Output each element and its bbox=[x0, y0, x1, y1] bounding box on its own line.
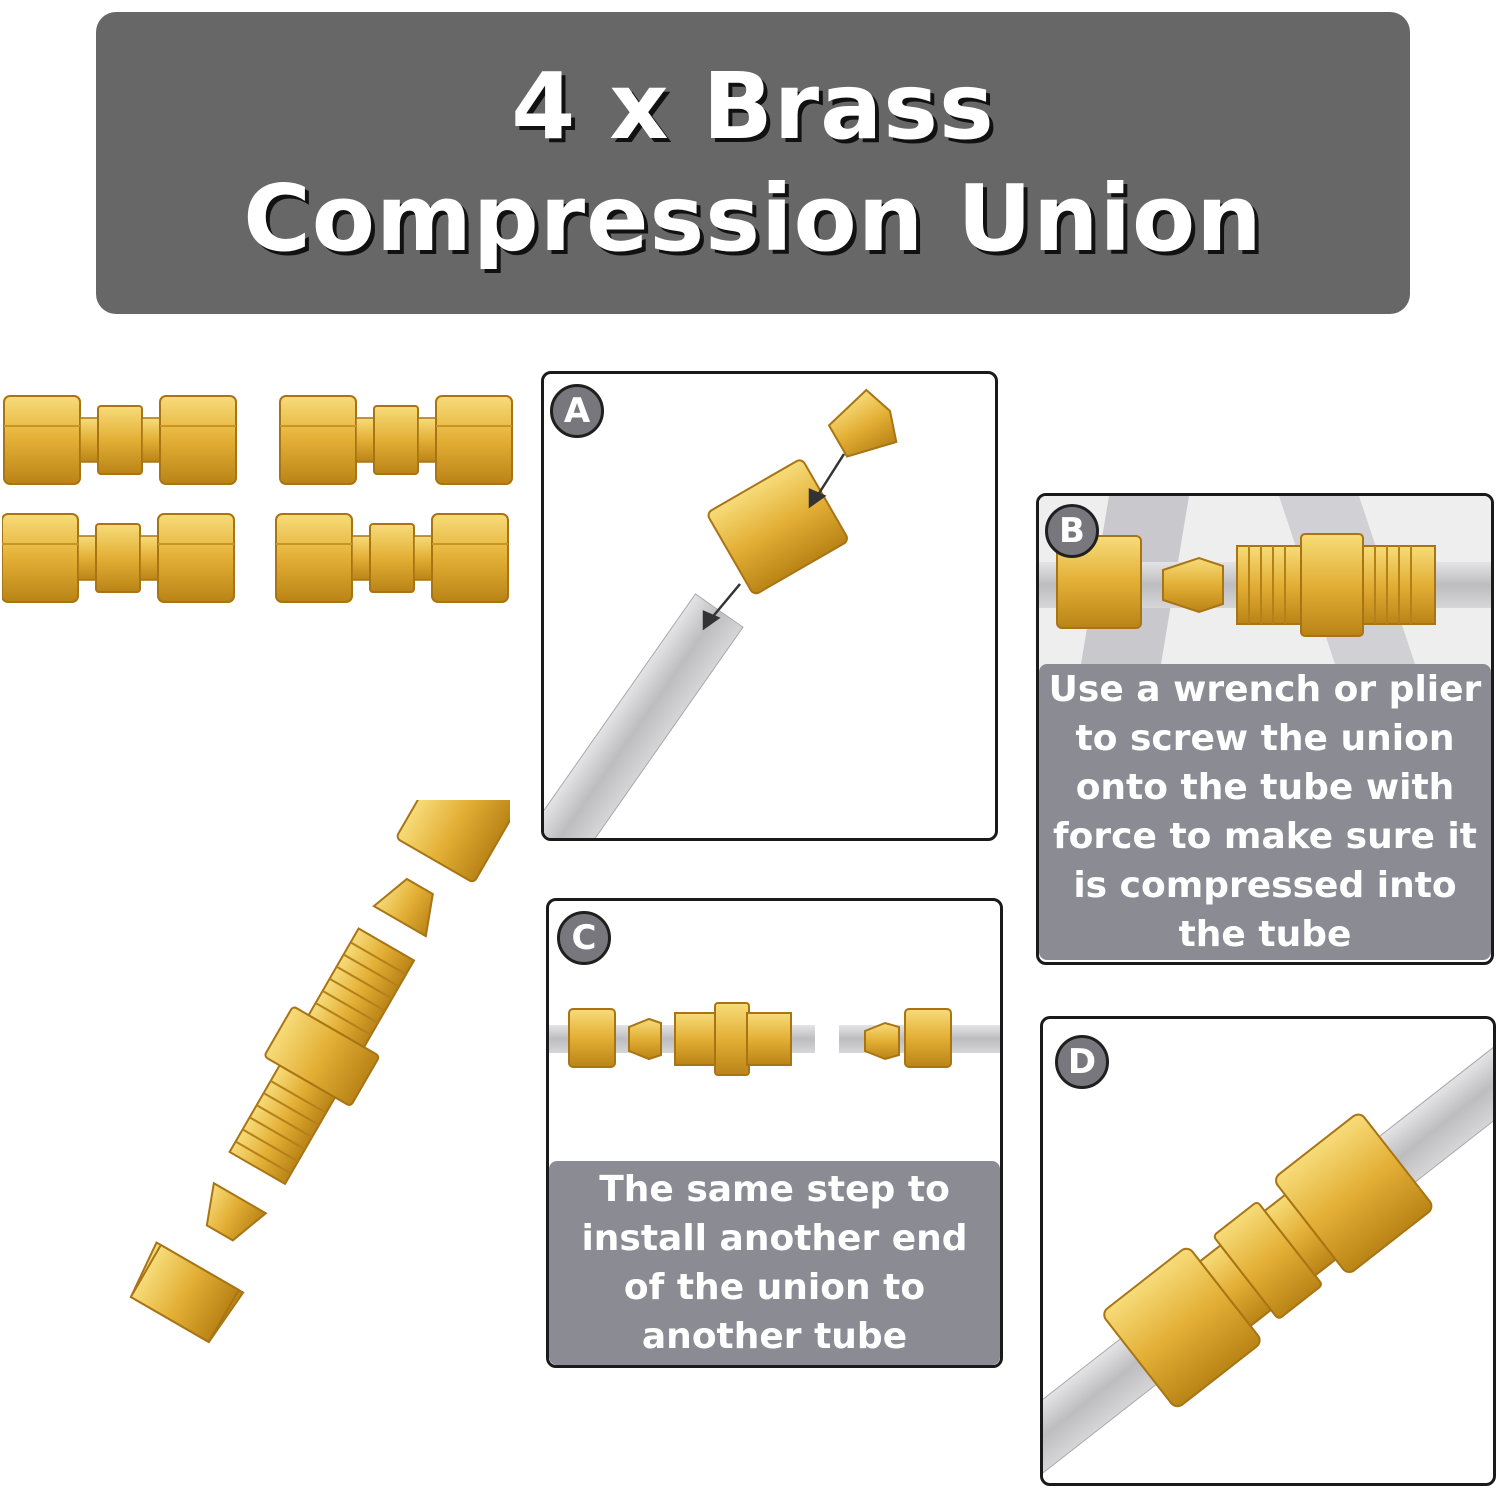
step-d-illustration bbox=[1043, 1023, 1493, 1483]
step-a-badge: A bbox=[550, 384, 604, 438]
step-c-caption: The same step to install another end of … bbox=[549, 1161, 1000, 1365]
title-banner: 4 x Brass Compression Union bbox=[96, 12, 1410, 314]
page-title: 4 x Brass Compression Union bbox=[243, 53, 1263, 272]
step-d-panel: D bbox=[1040, 1016, 1496, 1486]
step-b-panel: B Use a wrench or plier to screw the uni… bbox=[1036, 493, 1494, 965]
step-d-badge: D bbox=[1055, 1035, 1109, 1089]
exploded-union-image bbox=[129, 800, 510, 1344]
step-c-badge: C bbox=[557, 911, 611, 965]
step-a-panel: A bbox=[541, 371, 998, 841]
step-c-panel: C The same step to install another end o… bbox=[546, 898, 1003, 1368]
step-c-illustration bbox=[549, 1002, 1000, 1076]
product-set-image bbox=[2, 395, 513, 603]
step-b-badge: B bbox=[1045, 504, 1099, 558]
step-b-caption: Use a wrench or plier to screw the union… bbox=[1039, 664, 1491, 960]
step-b-illustration bbox=[1039, 496, 1491, 676]
step-a-illustration bbox=[544, 388, 898, 838]
